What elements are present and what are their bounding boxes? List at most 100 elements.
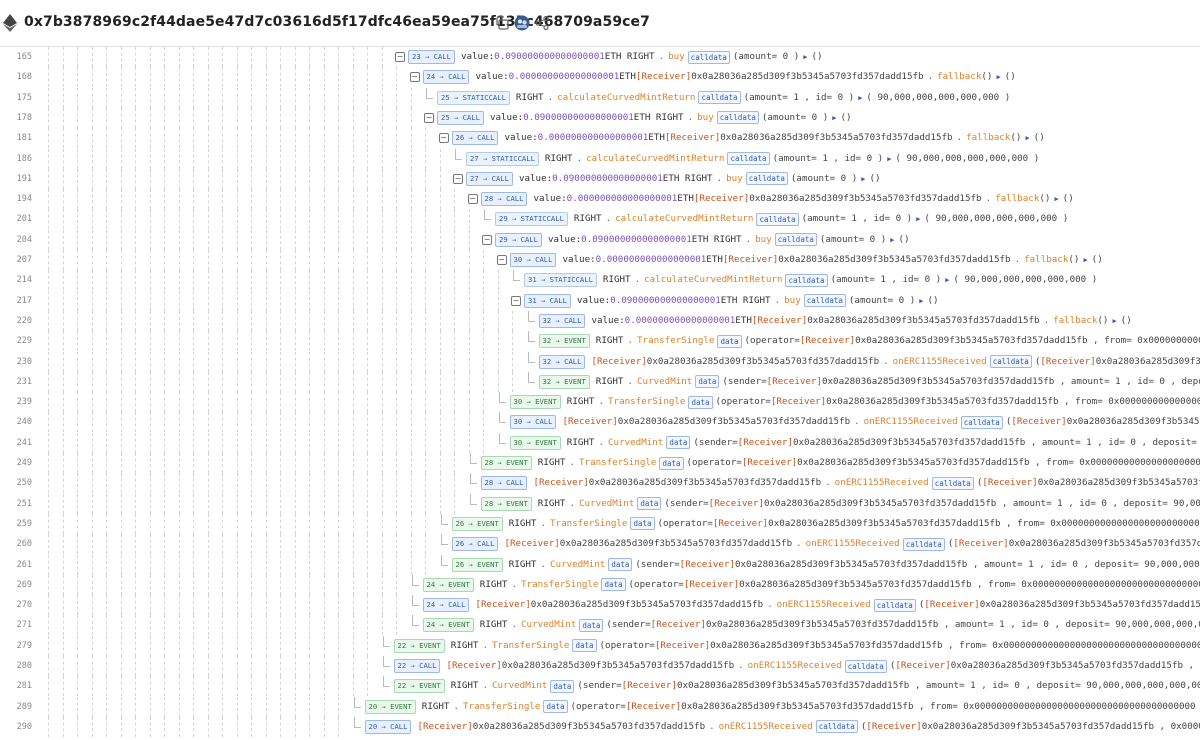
data-button[interactable]: data	[608, 558, 633, 571]
call-badge[interactable]: 27 → CALL	[466, 171, 513, 186]
event-badge[interactable]: 26 → EVENT	[451, 557, 503, 572]
data-button[interactable]: data	[688, 395, 713, 409]
function-name[interactable]: fallback	[995, 193, 1040, 205]
call-badge[interactable]: 26 → CALL	[451, 131, 499, 146]
call-badge[interactable]: 22 → CALL	[393, 659, 441, 673]
calldata-button[interactable]: calldata	[803, 294, 846, 308]
collapse-toggle-icon[interactable]: −	[409, 72, 420, 83]
address-text[interactable]: 0x0a28036a285d309f3b5345a5703fd357dadd15…	[720, 132, 953, 144]
address-text[interactable]: 0x0a28036a285d309f3b5345a5703fd357dadd15…	[710, 639, 1200, 651]
call-badge[interactable]: 29 → CALL	[495, 232, 542, 247]
address-text[interactable]: 0x0a28036a285d309f3b5345a5703fd357dadd15…	[821, 375, 1200, 387]
function-name[interactable]: TransferSingle	[492, 639, 570, 651]
function-name[interactable]: calculateCurvedMintReturn	[644, 274, 783, 286]
copy-icon[interactable]	[494, 15, 510, 31]
return-arrow-icon[interactable]: ▶	[996, 73, 1001, 82]
call-badge[interactable]: 30 → CALL	[509, 415, 557, 430]
function-name[interactable]: onERC1155Received	[834, 477, 929, 489]
call-badge[interactable]: 28 → CALL	[480, 476, 528, 491]
address-text[interactable]: 0x0a28036a285d309f3b5345a5703fd357dadd15…	[826, 396, 1200, 408]
data-button[interactable]: data	[637, 497, 662, 511]
address-text[interactable]: 0x0a28036a285d309f3b5345a5703fd357dadd15…	[950, 660, 1200, 671]
call-badge[interactable]: 20 → CALL	[364, 719, 412, 734]
address-text[interactable]: 0x0a28036a285d309f3b5345a5703fd357dadd15…	[472, 720, 706, 732]
data-button[interactable]: data	[579, 618, 604, 632]
function-name[interactable]: onERC1155Received	[892, 355, 987, 367]
address-text[interactable]: 0x0a28036a285d309f3b5345a57	[1095, 355, 1200, 367]
call-badge[interactable]: 24 → CALL	[422, 70, 470, 85]
event-badge[interactable]: 24 → EVENT	[422, 577, 474, 592]
calldata-button[interactable]: calldata	[716, 111, 759, 125]
return-arrow-icon[interactable]: ▶	[1112, 316, 1117, 325]
event-badge[interactable]: 32 → EVENT	[538, 374, 590, 389]
function-name[interactable]: fallback	[966, 132, 1011, 144]
avatar-icon[interactable]	[514, 15, 530, 31]
share-icon[interactable]	[534, 15, 550, 31]
return-arrow-icon[interactable]: ▶	[858, 93, 863, 102]
function-name[interactable]: TransferSingle	[579, 457, 657, 468]
call-badge[interactable]: 25 → CALL	[437, 110, 484, 125]
address-text[interactable]: 0x0a28036a285d309f3b5345a5703fd357dadd15…	[797, 457, 1200, 468]
address-text[interactable]: 0x0a28036a285d309f3b5345a5703fd357dadd15…	[1008, 538, 1200, 550]
data-button[interactable]: data	[550, 679, 575, 693]
collapse-toggle-icon[interactable]: −	[511, 295, 521, 306]
calldata-button[interactable]: calldata	[902, 537, 945, 551]
calldata-button[interactable]: calldata	[774, 233, 817, 247]
function-name[interactable]: CurvedMint	[521, 619, 577, 631]
transaction-hash[interactable]: 0x7b3878969c2f44dae5e47d7c03616d5f17dfc4…	[24, 14, 650, 30]
calldata-button[interactable]: calldata	[785, 273, 828, 287]
return-arrow-icon[interactable]: ▶	[890, 235, 895, 244]
function-name[interactable]: onERC1155Received	[718, 720, 813, 732]
calldata-button[interactable]: calldata	[989, 355, 1032, 368]
address-text[interactable]: 0x0a28036a285d309f3b5345a5703fd357dadd15…	[617, 416, 851, 428]
data-button[interactable]: data	[543, 700, 568, 714]
data-button[interactable]: data	[666, 436, 691, 450]
address-text[interactable]: 0x0a28036a285d309f3b5345a5703fd357dadd15…	[807, 314, 1040, 326]
event-badge[interactable]: 26 → EVENT	[451, 516, 503, 531]
function-name[interactable]: CurvedMint	[608, 436, 664, 448]
data-button[interactable]: data	[630, 517, 655, 531]
address-text[interactable]: 0x0a28036a285d309f3b5345a5703fd357dadd15…	[646, 355, 880, 367]
event-badge[interactable]: 28 → EVENT	[480, 456, 532, 470]
address-text[interactable]: 0x0a28036a285d309f3b5345a5703fd357dadd15…	[676, 680, 1200, 692]
address-text[interactable]: 0x0a28036a285d309f3b5345a5703fd357dadd15…	[749, 193, 982, 205]
return-arrow-icon[interactable]: ▶	[919, 296, 924, 305]
calldata-button[interactable]: calldata	[931, 476, 974, 490]
call-badge[interactable]: 28 → CALL	[480, 192, 528, 207]
function-name[interactable]: CurvedMint	[637, 375, 693, 387]
function-name[interactable]: TransferSingle	[637, 335, 715, 347]
address-text[interactable]: 0x0a28036a285d309f3b5345a5703fd357dadd15…	[739, 578, 1200, 590]
function-name[interactable]: CurvedMint	[550, 558, 606, 570]
address-text[interactable]: 0x0a28036a285d309f3b5345a5703fd357dadd15…	[691, 71, 924, 83]
function-name[interactable]: TransferSingle	[608, 396, 686, 408]
function-name[interactable]: onERC1155Received	[805, 538, 900, 550]
address-text[interactable]: 0x0a28036a285d309f3b5345a5703fd357dadd15…	[705, 619, 1200, 631]
collapse-toggle-icon[interactable]: −	[496, 255, 507, 265]
address-text[interactable]: 0x0a28036a285d309f3b5345a5703fd357dadd15…	[559, 538, 793, 550]
collapse-toggle-icon[interactable]: −	[467, 194, 478, 205]
address-text[interactable]: 0x0a28036a285d309f3b5345a5703fd357dadd15…	[734, 558, 1200, 570]
function-name[interactable]: buy	[784, 294, 801, 306]
return-arrow-icon[interactable]: ▶	[1054, 195, 1059, 204]
data-button[interactable]: data	[717, 334, 742, 348]
call-badge[interactable]: 26 → CALL	[451, 537, 499, 552]
address-text[interactable]: 0x0a28036a285d309f3b5345a5703fd357dad	[1037, 477, 1200, 489]
